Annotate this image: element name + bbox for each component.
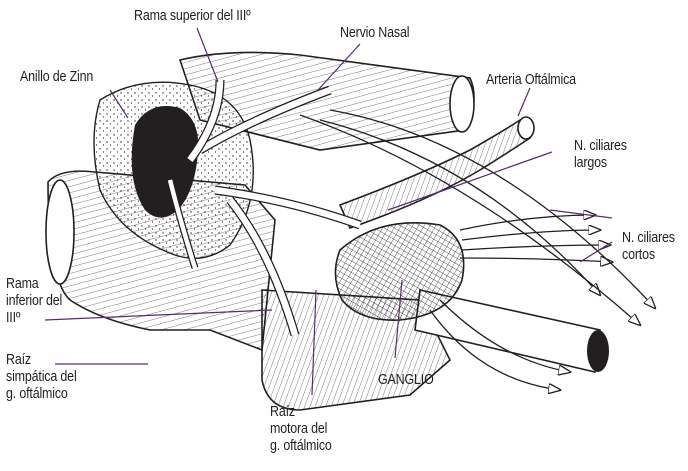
label-raiz-simpatica-line1: Raíz — [6, 352, 77, 369]
label-rama-inferior-line3: IIIº — [6, 310, 62, 327]
label-raiz-simpatica-line3: g. oftálmico — [6, 386, 77, 403]
label-ciliares-cortos: N. ciliares cortos — [622, 230, 675, 264]
label-rama-inferior: Rama inferior del IIIº — [6, 276, 62, 327]
label-rama-superior: Rama superior del IIIº — [134, 8, 251, 25]
label-nervio-nasal: Nervio Nasal — [340, 25, 409, 42]
label-raiz-simpatica: Raíz simpática del g. oftálmico — [6, 352, 77, 403]
label-raiz-motora: Raíz motora del g. oftálmico — [270, 404, 332, 455]
label-raiz-motora-line1: Raíz — [270, 404, 332, 421]
label-raiz-simpatica-line2: simpática del — [6, 369, 77, 386]
label-arteria-oftalmica: Arteria Oftálmica — [486, 72, 576, 89]
label-ciliares-largos: N. ciliares largos — [574, 138, 627, 172]
label-raiz-motora-line3: g. oftálmico — [270, 438, 332, 455]
label-ciliares-cortos-line1: N. ciliares — [622, 230, 675, 247]
label-raiz-motora-line2: motora del — [270, 421, 332, 438]
label-ciliares-largos-line1: N. ciliares — [574, 138, 627, 155]
label-ciliares-cortos-line2: cortos — [622, 247, 675, 264]
label-anillo-zinn: Anillo de Zinn — [20, 69, 93, 86]
label-rama-inferior-line1: Rama — [6, 276, 62, 293]
label-rama-inferior-line2: inferior del — [6, 293, 62, 310]
label-ganglio: GANGLIO — [378, 372, 434, 389]
label-ciliares-largos-line2: largos — [574, 155, 627, 172]
